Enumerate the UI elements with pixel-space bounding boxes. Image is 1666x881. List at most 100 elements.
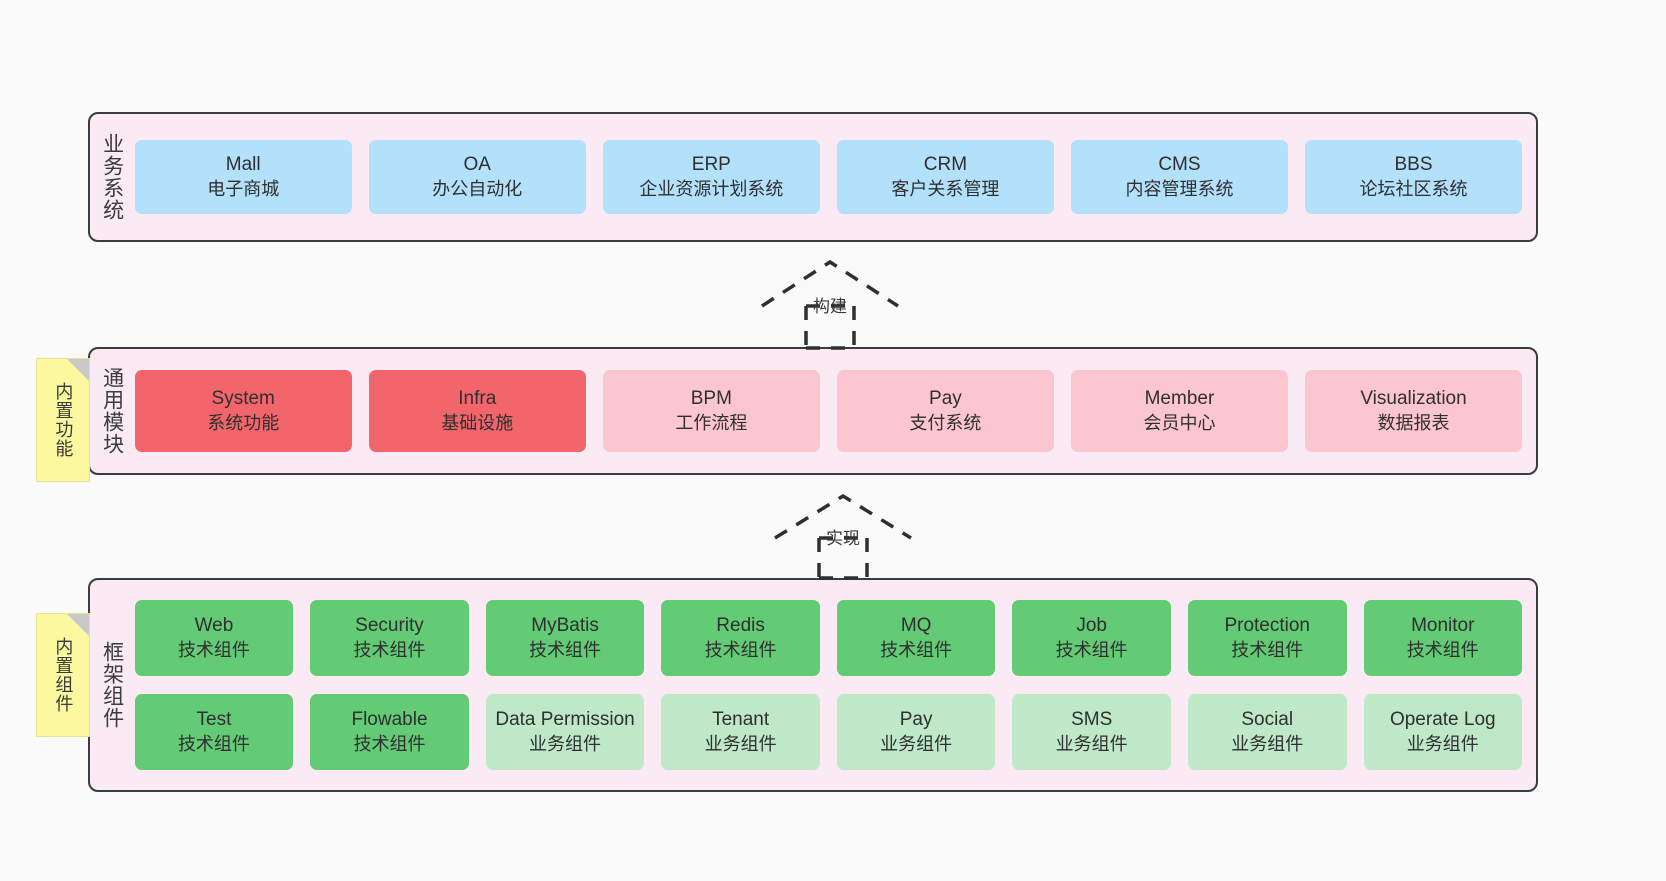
module-card-erp[interactable]: ERP 企业资源计划系统 (602, 140, 820, 214)
module-card-title: Operate Log (1389, 708, 1496, 730)
module-card-title: MQ (900, 614, 932, 636)
module-card-title: Visualization (1360, 387, 1467, 409)
module-card-mq[interactable]: MQ 技术组件 (836, 600, 996, 676)
module-card-subtitle: 业务组件 (529, 733, 602, 754)
card-row: Test 技术组件 Flowable 技术组件 Data Permission … (134, 694, 1523, 770)
module-card-title: Web (194, 614, 234, 636)
module-card-subtitle: 业务组件 (704, 733, 777, 754)
module-card-title: BPM (690, 387, 732, 409)
module-card-tenant[interactable]: Tenant 业务组件 (661, 694, 820, 770)
layer-body-common-module: System 系统功能 Infra 基础设施 BPM 工作流程 Pay 支付系统… (131, 349, 1536, 473)
module-card-bbs[interactable]: BBS 论坛社区系统 (1304, 140, 1523, 214)
module-card-subtitle: 工作流程 (675, 412, 748, 433)
module-card-oa[interactable]: OA 办公自动化 (368, 140, 586, 214)
module-card-title: Test (196, 708, 232, 730)
module-card-title: Pay (899, 708, 933, 730)
card-row: Web 技术组件 Security 技术组件 MyBatis 技术组件 Redi… (134, 600, 1523, 676)
layer-framework-component: 框架组件 Web 技术组件 Security 技术组件 MyBatis 技术组件… (88, 578, 1538, 792)
module-card-monitor[interactable]: Monitor 技术组件 (1363, 600, 1523, 676)
module-card-visualization[interactable]: Visualization 数据报表 (1304, 370, 1523, 452)
module-card-operate-log[interactable]: Operate Log 业务组件 (1363, 694, 1523, 770)
module-card-web[interactable]: Web 技术组件 (134, 600, 294, 676)
module-card-mall[interactable]: Mall 电子商城 (134, 140, 352, 214)
module-card-title: Protection (1224, 614, 1310, 636)
sticky-note-text: 内置功能 (53, 382, 74, 458)
card-row: System 系统功能 Infra 基础设施 BPM 工作流程 Pay 支付系统… (134, 370, 1523, 452)
module-card-system[interactable]: System 系统功能 (134, 370, 352, 452)
module-card-security[interactable]: Security 技术组件 (310, 600, 469, 676)
module-card-title: Mall (225, 153, 261, 175)
module-card-title: System (211, 387, 275, 409)
module-card-title: BBS (1394, 153, 1433, 175)
sticky-note-builtin-function: 内置功能 (36, 358, 90, 482)
layer-title-common-module: 通用模块 (100, 367, 124, 455)
module-card-subtitle: 业务组件 (1406, 733, 1479, 754)
generalization-arrowhead-icon (774, 493, 912, 540)
module-card-subtitle: 技术组件 (880, 639, 953, 660)
module-card-title: Data Permission (495, 708, 635, 730)
module-card-crm[interactable]: CRM 客户关系管理 (836, 140, 1054, 214)
module-card-title: Redis (716, 614, 765, 636)
module-card-title: OA (463, 153, 491, 175)
module-card-subtitle: 客户关系管理 (891, 178, 1000, 199)
module-card-social[interactable]: Social 业务组件 (1187, 694, 1347, 770)
module-card-pay[interactable]: Pay 支付系统 (836, 370, 1054, 452)
module-card-data-permission[interactable]: Data Permission 业务组件 (485, 694, 645, 770)
module-card-title: Social (1241, 708, 1294, 730)
module-card-title: CRM (923, 153, 968, 175)
module-card-subtitle: 技术组件 (1406, 639, 1479, 660)
module-card-subtitle: 基础设施 (441, 412, 514, 433)
module-card-subtitle: 技术组件 (704, 639, 777, 660)
sticky-note-builtin-component: 内置组件 (36, 613, 90, 737)
module-card-subtitle: 技术组件 (1055, 639, 1128, 660)
module-card-title: Member (1144, 387, 1215, 409)
module-card-subtitle: 技术组件 (353, 733, 426, 754)
folded-corner-icon (67, 359, 89, 381)
module-card-subtitle: 技术组件 (529, 639, 602, 660)
card-row: Mall 电子商城 OA 办公自动化 ERP 企业资源计划系统 CRM 客户关系… (134, 140, 1523, 214)
layer-body-business-system: Mall 电子商城 OA 办公自动化 ERP 企业资源计划系统 CRM 客户关系… (131, 114, 1536, 240)
module-card-subtitle: 办公自动化 (432, 178, 523, 199)
module-card-subtitle: 支付系统 (909, 412, 982, 433)
module-card-pay-business[interactable]: Pay 业务组件 (836, 694, 996, 770)
module-card-job[interactable]: Job 技术组件 (1012, 600, 1171, 676)
module-card-title: Security (355, 614, 424, 636)
module-card-subtitle: 业务组件 (1231, 733, 1304, 754)
module-card-protection[interactable]: Protection 技术组件 (1187, 600, 1347, 676)
sticky-note-text: 内置组件 (53, 637, 74, 713)
module-card-subtitle: 技术组件 (177, 733, 250, 754)
module-card-subtitle: 会员中心 (1143, 412, 1216, 433)
module-card-subtitle: 业务组件 (880, 733, 953, 754)
module-card-subtitle: 业务组件 (1055, 733, 1128, 754)
module-card-test[interactable]: Test 技术组件 (134, 694, 294, 770)
module-card-title: Infra (458, 387, 497, 409)
module-card-title: Tenant (712, 708, 770, 730)
module-card-subtitle: 技术组件 (1231, 639, 1304, 660)
connector-label-build: 构建 (813, 297, 847, 316)
module-card-sms[interactable]: SMS 业务组件 (1012, 694, 1171, 770)
connector-label-implement: 实现 (826, 529, 860, 548)
module-card-title: Job (1076, 614, 1107, 636)
layer-common-module: 通用模块 System 系统功能 Infra 基础设施 BPM 工作流程 Pay… (88, 347, 1538, 475)
module-card-subtitle: 技术组件 (353, 639, 426, 660)
folded-corner-icon (67, 614, 89, 636)
module-card-bpm[interactable]: BPM 工作流程 (602, 370, 820, 452)
module-card-mybatis[interactable]: MyBatis 技术组件 (485, 600, 645, 676)
module-card-title: Pay (929, 387, 962, 409)
module-card-title: ERP (691, 153, 731, 175)
module-card-redis[interactable]: Redis 技术组件 (661, 600, 820, 676)
module-card-subtitle: 电子商城 (207, 178, 280, 199)
module-card-title: Monitor (1411, 614, 1475, 636)
module-card-subtitle: 系统功能 (207, 412, 280, 433)
connector-implement: 实现 (773, 492, 913, 580)
module-card-flowable[interactable]: Flowable 技术组件 (310, 694, 469, 770)
layer-business-system: 业务系统 Mall 电子商城 OA 办公自动化 ERP 企业资源计划系统 CRM… (88, 112, 1538, 242)
connector-build: 构建 (760, 258, 900, 350)
module-card-subtitle: 企业资源计划系统 (639, 178, 784, 199)
module-card-subtitle: 技术组件 (177, 639, 250, 660)
layer-body-framework-component: Web 技术组件 Security 技术组件 MyBatis 技术组件 Redi… (131, 580, 1536, 790)
module-card-cms[interactable]: CMS 内容管理系统 (1070, 140, 1288, 214)
module-card-infra[interactable]: Infra 基础设施 (368, 370, 586, 452)
module-card-member[interactable]: Member 会员中心 (1070, 370, 1288, 452)
module-card-title: Flowable (351, 708, 428, 730)
